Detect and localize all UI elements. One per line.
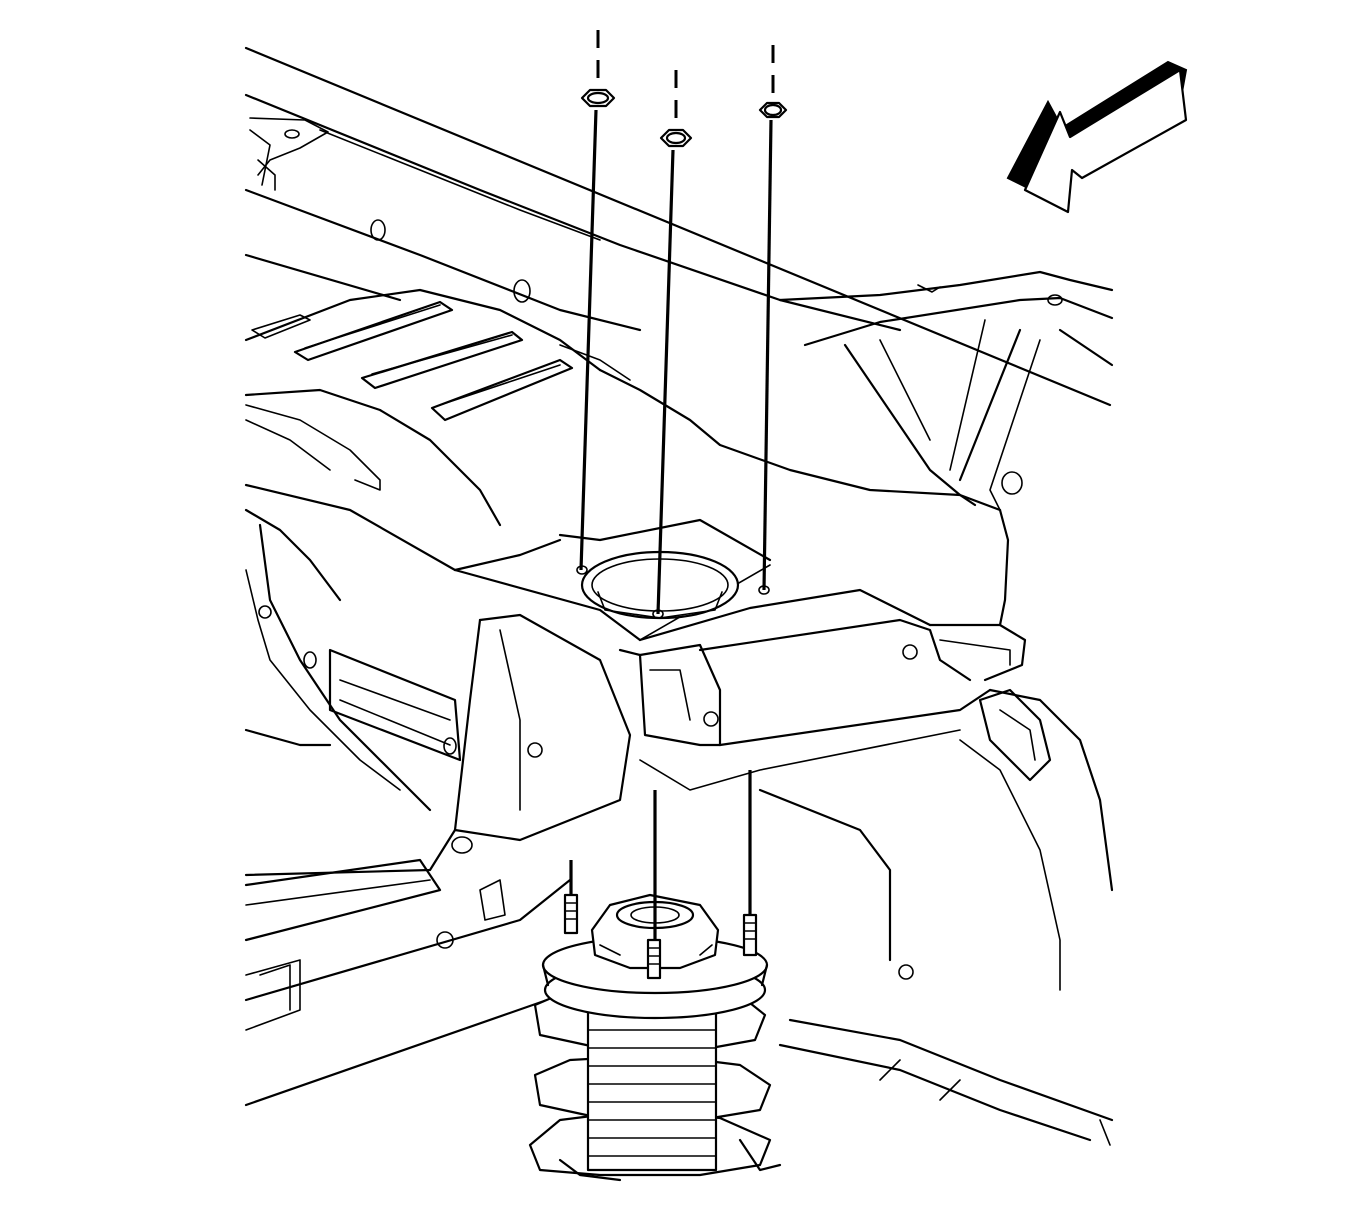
strut-tower	[453, 368, 1027, 791]
strut-assembly	[528, 893, 782, 1182]
right-cross-member	[778, 270, 1114, 511]
hex-nut-icon	[758, 101, 788, 119]
stud-alignment-lines-lower	[569, 770, 752, 940]
forward-direction-arrow-icon	[1006, 60, 1188, 214]
body-upper-rail	[244, 46, 1112, 407]
hex-nut-icon	[659, 128, 693, 148]
right-wheel-well	[758, 688, 1114, 1146]
threaded-stud-icon	[563, 893, 758, 980]
hex-nut-icon	[580, 88, 616, 108]
fastener-bolts	[579, 30, 775, 615]
lower-left-rail	[244, 483, 632, 1107]
floor-pan-ribs	[244, 288, 631, 527]
